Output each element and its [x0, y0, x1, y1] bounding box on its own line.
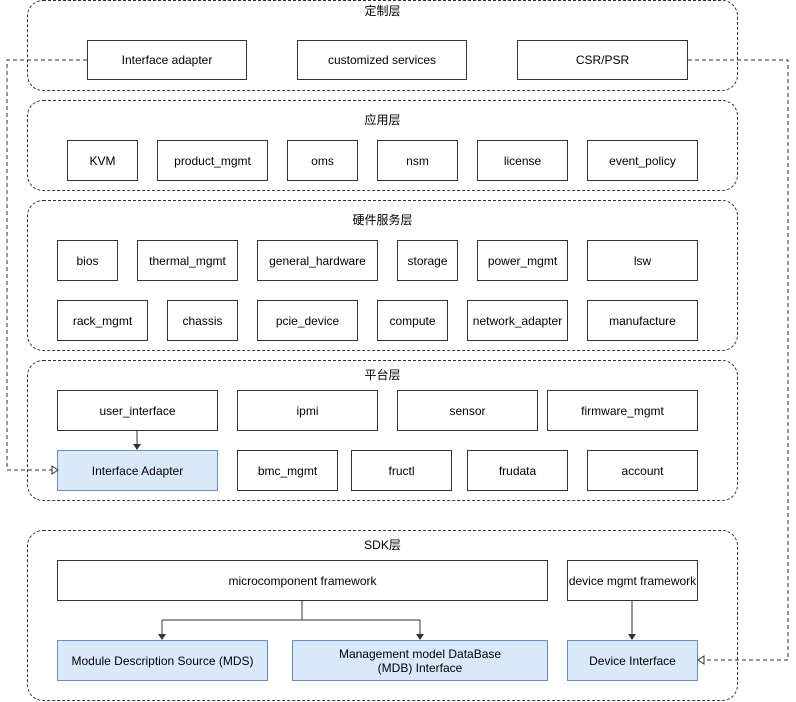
module-microcomponent-framework[interactable]: microcomponent framework: [57, 560, 548, 601]
module-rack-mgmt[interactable]: rack_mgmt: [57, 300, 148, 341]
module-mds[interactable]: Module Description Source (MDS): [57, 640, 268, 681]
module-csr-psr[interactable]: CSR/PSR: [517, 40, 688, 80]
module-interface-adapter-platform[interactable]: Interface Adapter: [57, 450, 218, 491]
module-account[interactable]: account: [587, 450, 698, 491]
module-frudata[interactable]: frudata: [467, 450, 568, 491]
module-kvm[interactable]: KVM: [67, 140, 138, 181]
module-event-policy[interactable]: event_policy: [587, 140, 698, 181]
module-device-interface[interactable]: Device Interface: [567, 640, 698, 681]
module-license[interactable]: license: [477, 140, 568, 181]
module-ipmi[interactable]: ipmi: [237, 390, 378, 431]
module-device-mgmt-framework[interactable]: device mgmt framework: [567, 560, 698, 601]
module-power-mgmt[interactable]: power_mgmt: [477, 240, 568, 281]
layer-title: SDK层: [364, 538, 401, 552]
layer-custom: 定制层: [27, 0, 738, 91]
module-compute[interactable]: compute: [377, 300, 448, 341]
module-thermal-mgmt[interactable]: thermal_mgmt: [137, 240, 238, 281]
module-fructl[interactable]: fructl: [351, 450, 452, 491]
module-interface-adapter-custom[interactable]: Interface adapter: [87, 40, 247, 80]
module-nsm[interactable]: nsm: [377, 140, 458, 181]
module-user-interface[interactable]: user_interface: [57, 390, 218, 431]
layer-title: 定制层: [364, 4, 401, 18]
module-chassis[interactable]: chassis: [167, 300, 238, 341]
module-storage[interactable]: storage: [397, 240, 458, 281]
module-firmware-mgmt[interactable]: firmware_mgmt: [547, 390, 698, 431]
module-sensor[interactable]: sensor: [397, 390, 538, 431]
module-manufacture[interactable]: manufacture: [587, 300, 698, 341]
module-oms[interactable]: oms: [287, 140, 358, 181]
module-network-adapter[interactable]: network_adapter: [467, 300, 568, 341]
layer-title: 平台层: [364, 368, 401, 382]
layer-title: 硬件服务层: [352, 213, 413, 227]
module-pcie-device[interactable]: pcie_device: [257, 300, 358, 341]
module-mdb-interface[interactable]: Management model DataBase (MDB) Interfac…: [292, 640, 548, 681]
module-customized-services[interactable]: customized services: [297, 40, 467, 80]
module-bios[interactable]: bios: [57, 240, 118, 281]
layer-title: 应用层: [364, 113, 401, 127]
module-general-hardware[interactable]: general_hardware: [257, 240, 378, 281]
module-lsw[interactable]: lsw: [587, 240, 698, 281]
module-bmc-mgmt[interactable]: bmc_mgmt: [237, 450, 338, 491]
module-product-mgmt[interactable]: product_mgmt: [157, 140, 268, 181]
